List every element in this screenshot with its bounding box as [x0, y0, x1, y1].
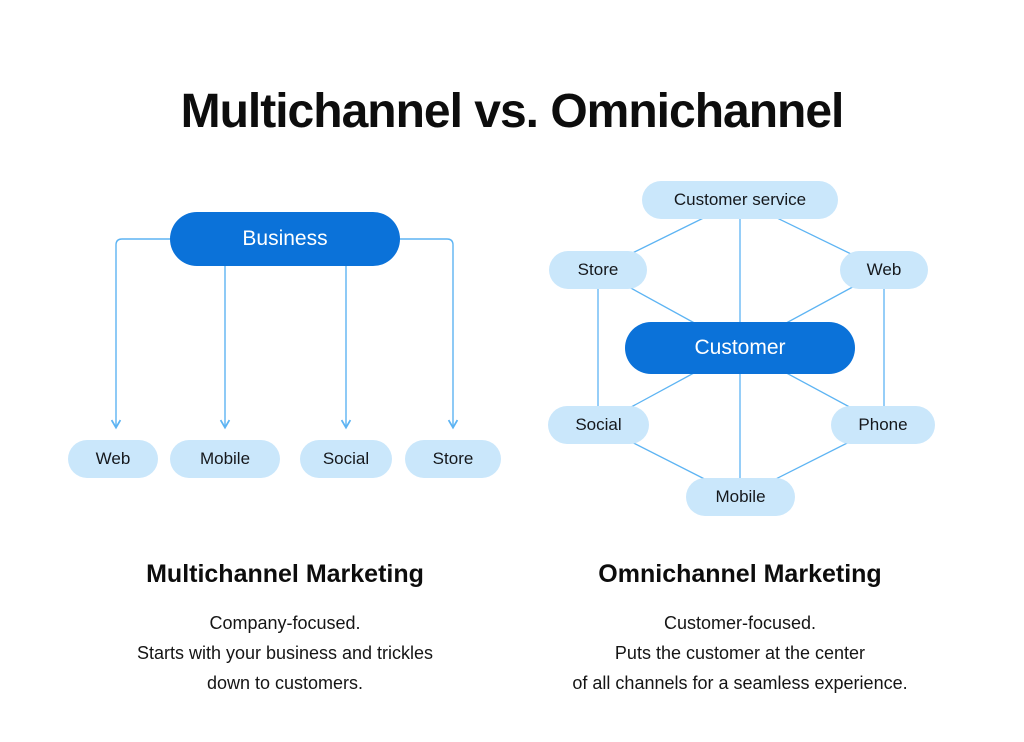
multichannel-description: Company-focused. Starts with your busine…	[55, 608, 515, 698]
multichannel-heading: Multichannel Marketing	[146, 560, 424, 588]
node-web: Web	[68, 440, 158, 478]
node-omni-web: Web	[840, 251, 928, 289]
node-mobile-label: Mobile	[199, 449, 251, 468]
multichannel-description-line: Company-focused.	[209, 613, 361, 633]
node-omni-mobile: Mobile	[686, 478, 795, 516]
node-omni-mobile-label: Mobile	[715, 487, 766, 506]
node-omni-social: Social	[548, 406, 649, 444]
omnichannel-heading: Omnichannel Marketing	[598, 560, 882, 588]
node-business-label: Business	[242, 227, 328, 250]
node-business: Business	[170, 212, 400, 266]
node-customer: Customer	[625, 322, 855, 374]
node-omni-store: Store	[549, 251, 647, 289]
page-title: Multichannel vs. Omnichannel	[180, 85, 845, 139]
omnichannel-description-line: of all channels for a seamless experienc…	[572, 673, 908, 693]
node-omni-phone-label: Phone	[858, 415, 908, 434]
node-social-label: Social	[322, 449, 370, 468]
node-social: Social	[300, 440, 392, 478]
node-omni-web-label: Web	[866, 260, 902, 279]
node-omni-phone: Phone	[831, 406, 935, 444]
omnichannel-description-line: Puts the customer at the center	[614, 643, 866, 663]
omnichannel-description: Customer-focused. Puts the customer at t…	[510, 608, 970, 698]
node-customer-label: Customer	[694, 336, 786, 359]
omnichannel-description-line: Customer-focused.	[663, 613, 817, 633]
multichannel-description-line: Starts with your business and trickles	[136, 643, 434, 663]
node-omni-store-label: Store	[577, 260, 619, 279]
node-mobile: Mobile	[170, 440, 280, 478]
node-web-label: Web	[95, 449, 131, 468]
node-store-label: Store	[432, 449, 474, 468]
multichannel-arrows	[110, 238, 459, 430]
multichannel-description-line: down to customers.	[206, 673, 364, 693]
node-customer-service-label: Customer service	[673, 190, 807, 209]
node-omni-social-label: Social	[575, 415, 622, 434]
node-store: Store	[405, 440, 501, 478]
node-customer-service: Customer service	[642, 181, 838, 219]
